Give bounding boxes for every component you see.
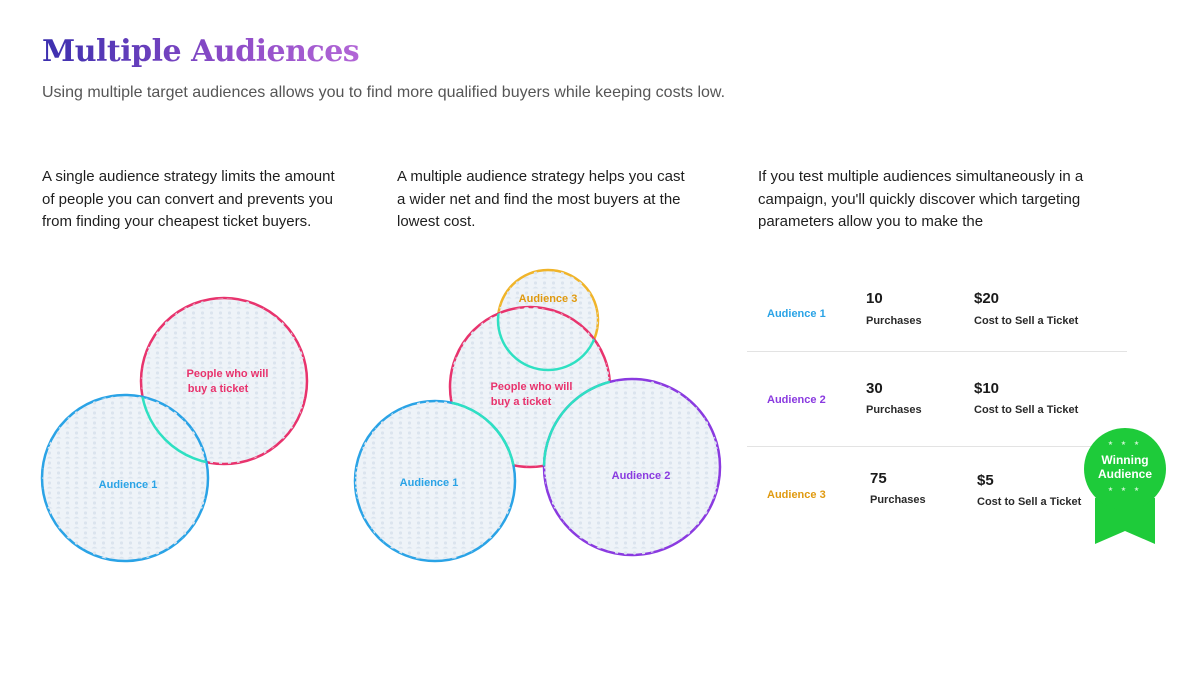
row-purchases-label: Purchases — [866, 404, 922, 416]
row-divider — [747, 446, 1127, 447]
row-purchases-label: Purchases — [870, 494, 926, 506]
row-cost-value: $20 — [974, 290, 1000, 307]
row-audience-label: Audience 1 — [767, 308, 826, 320]
row-purchases-value: 30 — [866, 380, 883, 397]
row-divider — [747, 351, 1127, 352]
page-title: Multiple Audiences — [42, 34, 360, 69]
row-cost-label: Cost to Sell a Ticket — [974, 404, 1079, 416]
row-cost-value: $5 — [977, 472, 994, 489]
audience-1-label-2: Audience 1 — [400, 477, 459, 489]
badge-label: Winning Audience — [1097, 453, 1152, 481]
audience-2-label: Audience 2 — [612, 470, 671, 482]
row-purchases-label: Purchases — [866, 315, 922, 327]
row-purchases-value: 75 — [870, 470, 887, 487]
diagram-single-audience: People who will buy a ticket Audience 1 — [40, 296, 309, 563]
row-audience-label: Audience 2 — [767, 394, 826, 406]
buyers-label-2: People who will buy a ticket — [491, 381, 576, 408]
audience-3-label: Audience 3 — [519, 293, 578, 305]
stars-icon: ★ ★ ★ — [1107, 441, 1143, 447]
row-audience-label: Audience 3 — [767, 489, 826, 501]
diagram-multiple-audiences: Audience 3 People who will buy a ticket … — [353, 268, 722, 563]
row-cost-label: Cost to Sell a Ticket — [977, 496, 1082, 508]
row-purchases-value: 10 — [866, 290, 883, 307]
multiple-strategy-text: A multiple audience strategy helps you c… — [397, 168, 685, 230]
row-cost-value: $10 — [974, 380, 1000, 397]
testing-text: If you test multiple audiences simultane… — [758, 168, 1084, 230]
audience-1-label: Audience 1 — [99, 479, 158, 491]
winning-audience-badge: ★ ★ ★ Winning Audience ★ ★ ★ — [1084, 428, 1166, 546]
stars-icon: ★ ★ ★ — [1107, 487, 1143, 493]
page-subtitle: Using multiple target audiences allows y… — [42, 84, 726, 101]
row-cost-label: Cost to Sell a Ticket — [974, 315, 1079, 327]
ribbon-badge-icon — [1084, 428, 1166, 544]
buyers-label: People who will buy a ticket — [187, 368, 272, 395]
single-strategy-text: A single audience strategy limits the am… — [42, 168, 335, 230]
